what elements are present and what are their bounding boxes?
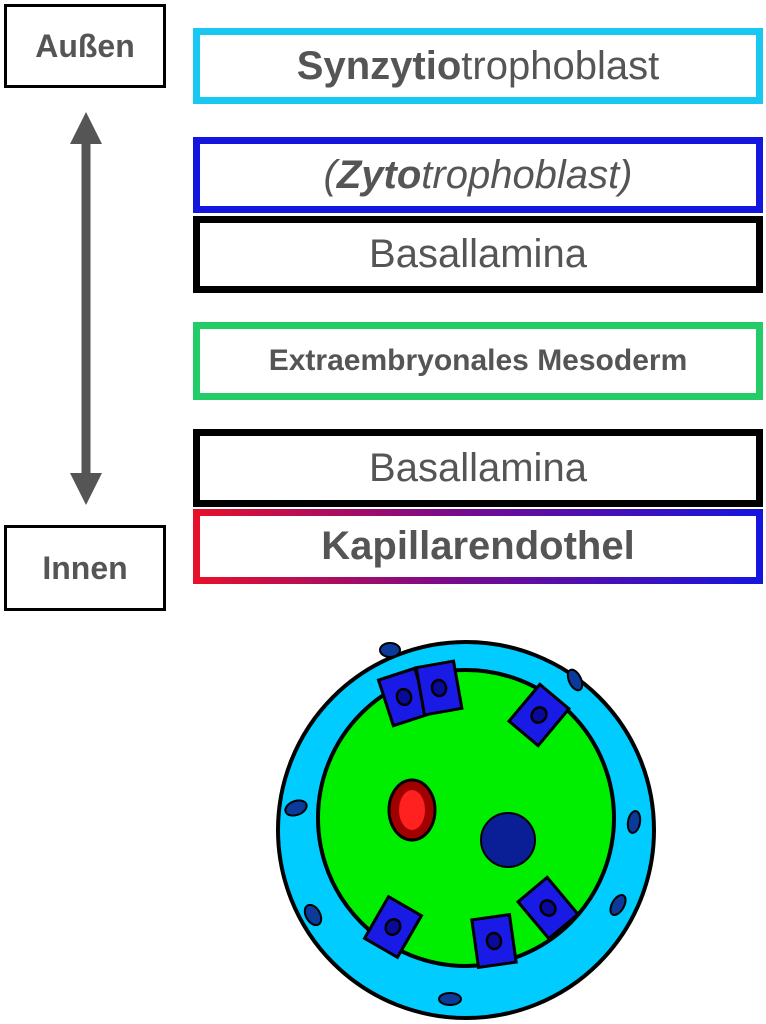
layer-zytotrophoblast-open: ( bbox=[323, 152, 337, 197]
layer-extraembryonales-mesoderm: Extraembryonales Mesoderm bbox=[193, 322, 763, 400]
red-blood-cell bbox=[399, 790, 425, 830]
cytotrophoblast-cell bbox=[362, 894, 424, 960]
syncytial-nucleus bbox=[566, 668, 584, 692]
capillary bbox=[387, 778, 437, 842]
layer-basallamina-inner: Basallamina bbox=[193, 429, 763, 507]
syncytial-nucleus bbox=[438, 992, 462, 1006]
syncytial-nucleus bbox=[626, 810, 642, 834]
arrow-head-down bbox=[70, 473, 102, 505]
fetal-macrophage-nucleus bbox=[480, 812, 536, 868]
layer-synzytiotrophoblast-bold: Synzytio bbox=[296, 43, 462, 88]
layer-basallamina-outer-text: Basallamina bbox=[369, 232, 587, 276]
syncytial-nucleus bbox=[609, 894, 627, 916]
syncytial-nuclei bbox=[284, 642, 642, 1006]
double-arrow bbox=[70, 112, 102, 505]
cytotrophoblast-cell bbox=[470, 912, 518, 970]
arrow-head-up bbox=[70, 112, 102, 144]
layer-synzytiotrophoblast-rest: trophoblast bbox=[461, 43, 660, 88]
inner-label: Innen bbox=[4, 525, 166, 611]
layer-zytotrophoblast-rest: trophoblast) bbox=[421, 152, 633, 197]
syncytial-nucleus bbox=[303, 903, 323, 927]
cytotrophoblast-cells bbox=[362, 659, 581, 970]
layer-extraembryonales-mesoderm-text: Extraembryonales Mesoderm bbox=[268, 344, 688, 377]
layer-basallamina-outer: Basallamina bbox=[193, 216, 763, 293]
cytotrophoblast-cell bbox=[515, 875, 581, 941]
syncytial-nucleus bbox=[379, 642, 401, 658]
layer-zytotrophoblast-bold: Zyto bbox=[336, 152, 422, 197]
cytotrophoblast-cell bbox=[414, 659, 464, 717]
syncytial-nucleus bbox=[284, 799, 308, 817]
villus-cross-section bbox=[276, 640, 656, 1020]
outer-label: Außen bbox=[4, 4, 166, 88]
cytotrophoblast-cell bbox=[506, 682, 572, 748]
layer-kapillarendothel-text: Kapillarendothel bbox=[321, 524, 635, 568]
layer-basallamina-inner-text: Basallamina bbox=[369, 445, 587, 490]
layer-kapillarendothel: Kapillarendothel bbox=[193, 509, 763, 584]
